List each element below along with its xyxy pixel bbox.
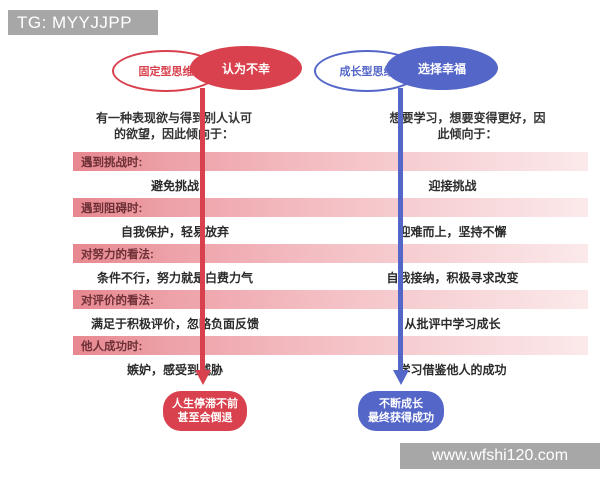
category-band: 对评价的看法: [73, 290, 588, 309]
category-band: 对努力的看法: [73, 244, 588, 263]
fixed-mindset-intro: 有一种表现欲与得到别人认可 的欲望，因此倾向于： [95, 111, 252, 141]
fixed-mindset-outcome: 人生停滞不前 甚至会倒退 [163, 391, 247, 431]
growth-mindset-answer: 迎难而上，坚持不懈 [398, 225, 507, 239]
growth-mindset-outcome: 不断成长 最终获得成功 [358, 391, 444, 431]
growth-mindset-answer: 迎接挑战 [428, 179, 477, 193]
growth-mindset-answer: 学习借鉴他人的成功 [398, 363, 507, 377]
category-label: 对评价的看法: [81, 294, 154, 307]
fixed-mindset-motto-ellipse: 认为不幸 [190, 46, 302, 90]
category-label: 遇到挑战时: [81, 156, 143, 169]
fixed-mindset-arrow [194, 88, 211, 385]
category-band: 遇到阻碍时: [73, 198, 588, 217]
category-label: 遇到阻碍时: [81, 202, 143, 215]
fixed-mindset-answer: 满足于积极评价，忽略负面反馈 [90, 317, 259, 331]
fixed-mindset-answer: 自我保护，轻易放弃 [120, 225, 229, 239]
category-band: 遇到挑战时: [73, 152, 588, 171]
fixed-mindset-answer: 条件不行，努力就是白费力气 [96, 271, 253, 285]
growth-mindset-arrow [392, 88, 409, 385]
fixed-mindset-answer: 嫉妒，感受到威胁 [126, 363, 223, 377]
growth-mindset-answer: 从批评中学习成长 [404, 317, 501, 331]
growth-mindset-motto-ellipse: 选择幸福 [386, 46, 498, 90]
fixed-mindset-answer: 避免挑战 [150, 179, 199, 193]
category-label: 他人成功时: [81, 340, 143, 353]
category-band: 他人成功时: [73, 336, 588, 355]
growth-mindset-intro: 想要学习，想要变得更好，因 此倾向于： [389, 111, 546, 141]
watermark: www.wfshi120.com [400, 443, 600, 469]
category-label: 对努力的看法: [81, 248, 154, 261]
growth-mindset-answer: 自我接纳，积极寻求改变 [386, 271, 519, 285]
channel-badge: TG: MYYJJPP [8, 10, 158, 35]
